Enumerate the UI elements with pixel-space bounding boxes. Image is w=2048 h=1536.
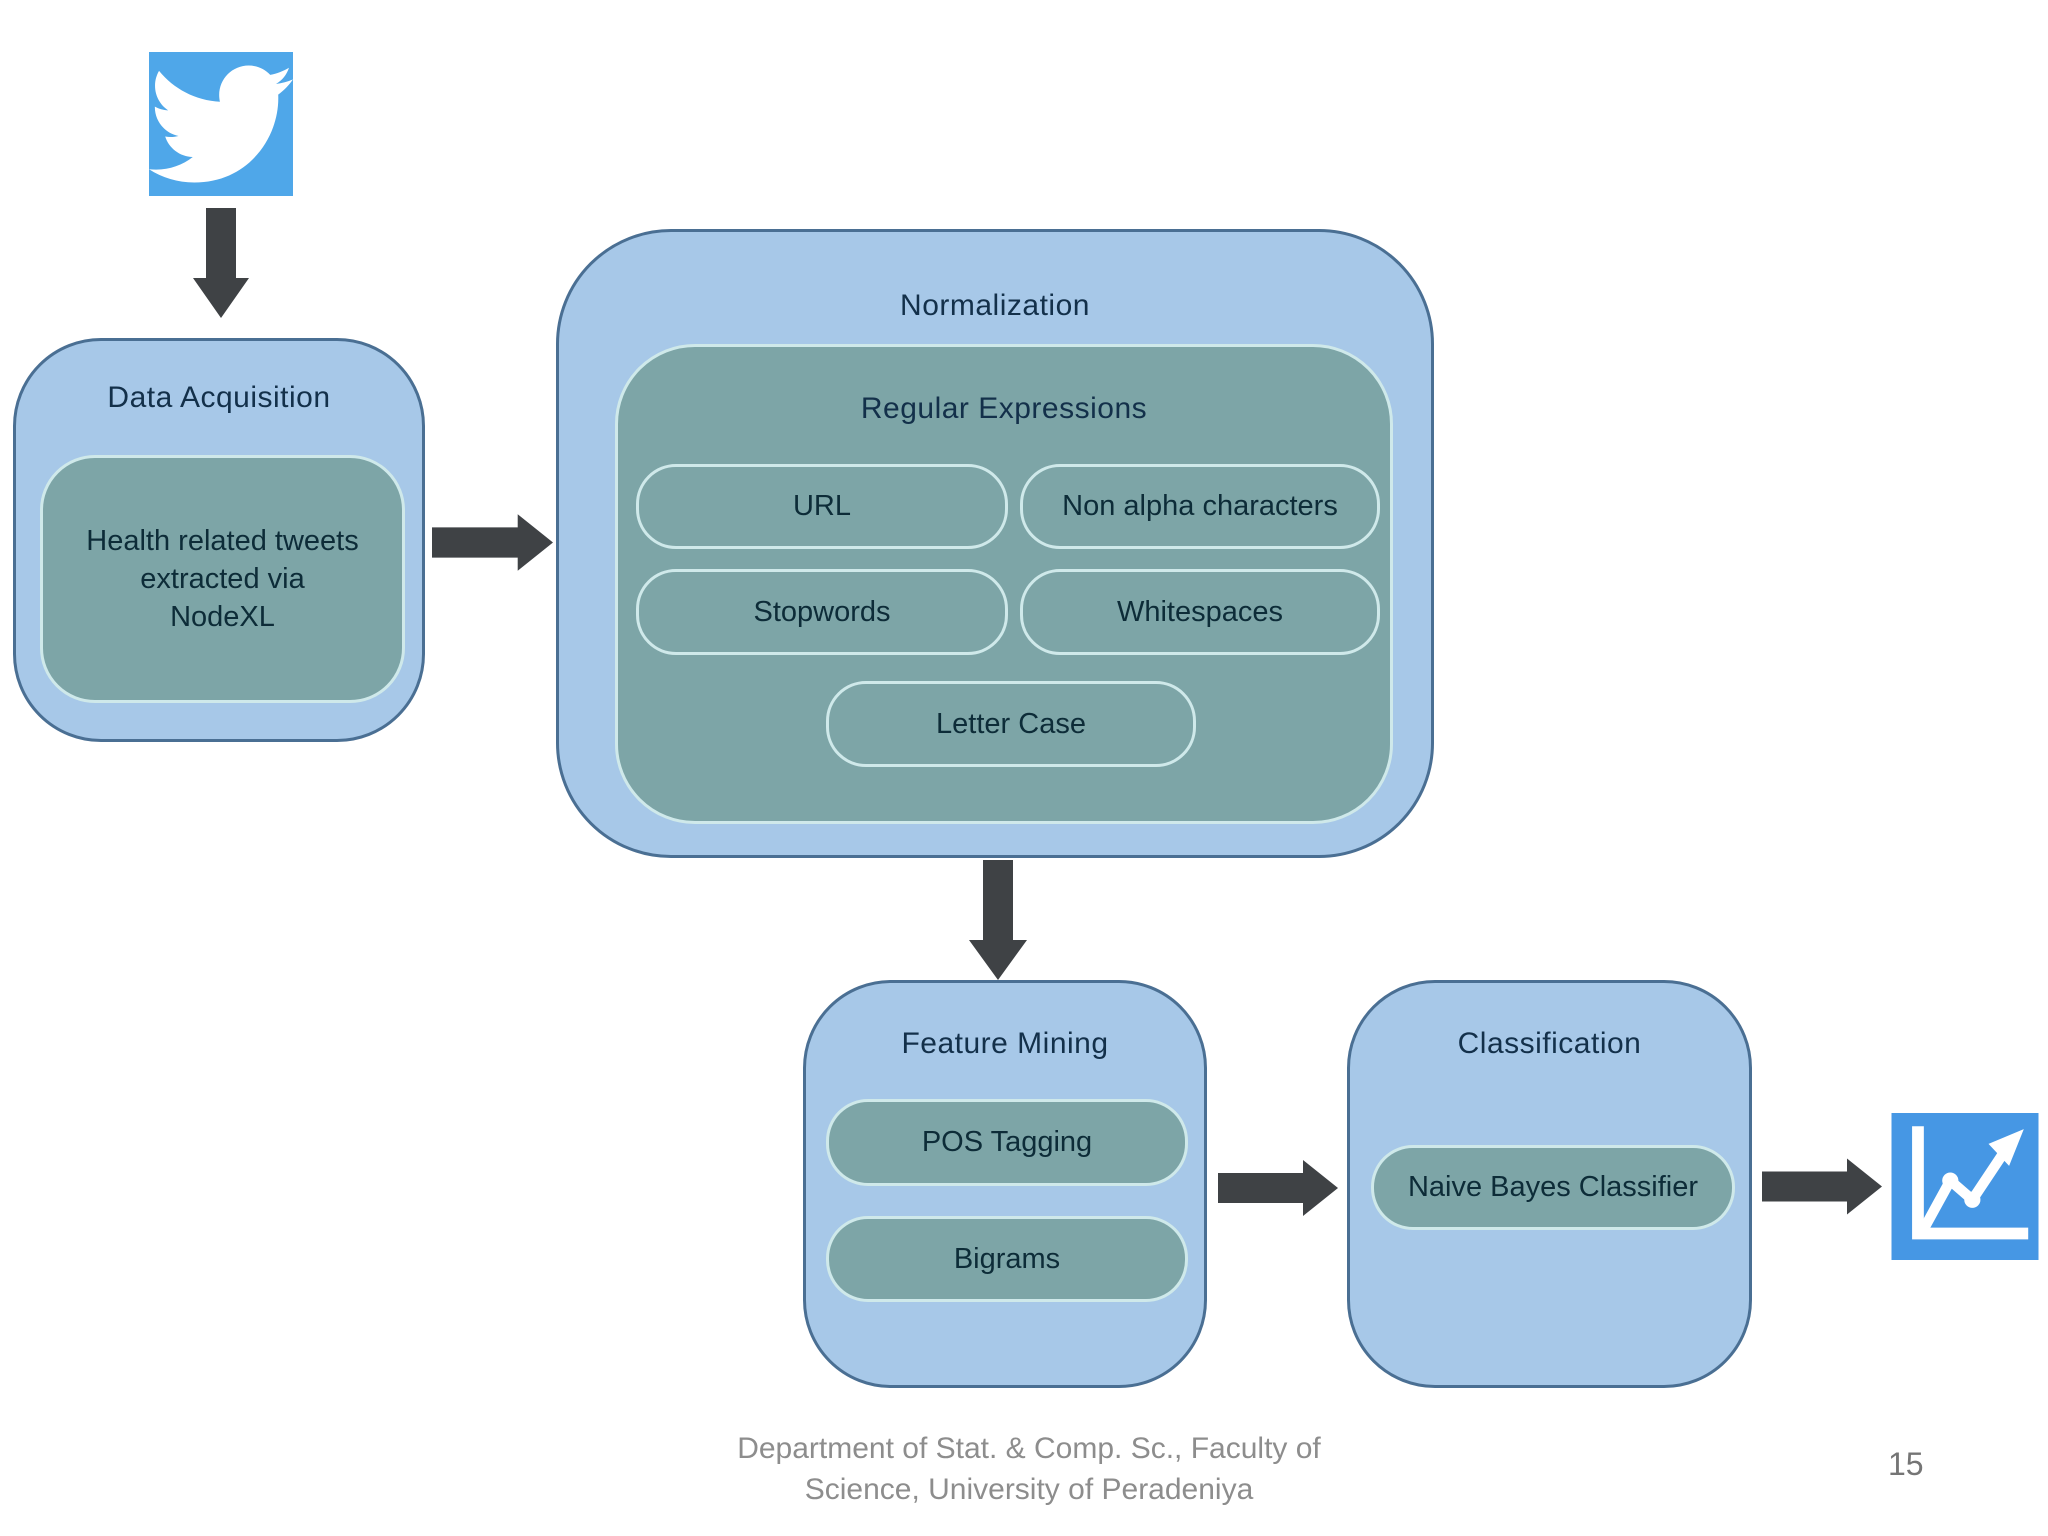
flow-arrow-right-icon — [1762, 1158, 1882, 1215]
regex-item-label: Letter Case — [936, 707, 1086, 740]
flow-arrow-down-icon — [969, 860, 1027, 980]
feature-mining-box: Feature Mining POS Tagging Bigrams — [803, 980, 1207, 1388]
classification-item-label: Naive Bayes Classifier — [1407, 1171, 1699, 1203]
classification-item-naive-bayes: Naive Bayes Classifier — [1371, 1145, 1735, 1230]
feature-mining-item-bigrams: Bigrams — [826, 1216, 1188, 1302]
feature-mining-item-label: Bigrams — [953, 1242, 1061, 1275]
footer-affiliation: Department of Stat. & Comp. Sc., Faculty… — [737, 1432, 1321, 1506]
feature-mining-item-label: POS Tagging — [921, 1126, 1093, 1158]
regular-expressions-title: Regular Expressions — [860, 392, 1148, 425]
data-acquisition-box: Data Acquisition Health related tweets e… — [13, 338, 425, 742]
regex-item-label: Whitespaces — [1116, 595, 1283, 628]
flow-arrow-right-icon — [1218, 1160, 1338, 1216]
flow-arrow-down-icon — [193, 208, 249, 318]
data-acquisition-item-box: Health related tweets extracted via Node… — [40, 455, 405, 703]
data-acquisition-item-label: Health related tweets extracted via Node… — [86, 525, 359, 633]
normalization-box: Normalization Regular Expressions URL No… — [556, 229, 1434, 858]
line-chart-icon — [1890, 1113, 2040, 1260]
twitter-icon — [146, 52, 296, 196]
page-number: 15 — [1888, 1446, 1924, 1482]
feature-mining-item-pos-tagging: POS Tagging — [826, 1099, 1188, 1186]
regex-item-stopwords: Stopwords — [636, 569, 1008, 655]
regex-item-url: URL — [636, 464, 1008, 549]
regex-item-letter-case: Letter Case — [826, 681, 1196, 767]
flow-arrow-right-icon — [432, 514, 553, 571]
regular-expressions-box: Regular Expressions URL Non alpha charac… — [615, 344, 1393, 824]
normalization-title: Normalization — [900, 289, 1090, 322]
classification-box: Classification Naive Bayes Classifier — [1347, 980, 1752, 1388]
regex-item-label: Stopwords — [753, 595, 891, 628]
regex-item-whitespaces: Whitespaces — [1020, 569, 1380, 655]
classification-title: Classification — [1457, 1027, 1642, 1060]
regex-item-label: URL — [792, 490, 851, 522]
feature-mining-title: Feature Mining — [901, 1027, 1109, 1060]
regex-item-non-alpha: Non alpha characters — [1020, 464, 1380, 549]
regex-item-label: Non alpha characters — [1062, 490, 1338, 522]
data-acquisition-title: Data Acquisition — [107, 381, 331, 414]
